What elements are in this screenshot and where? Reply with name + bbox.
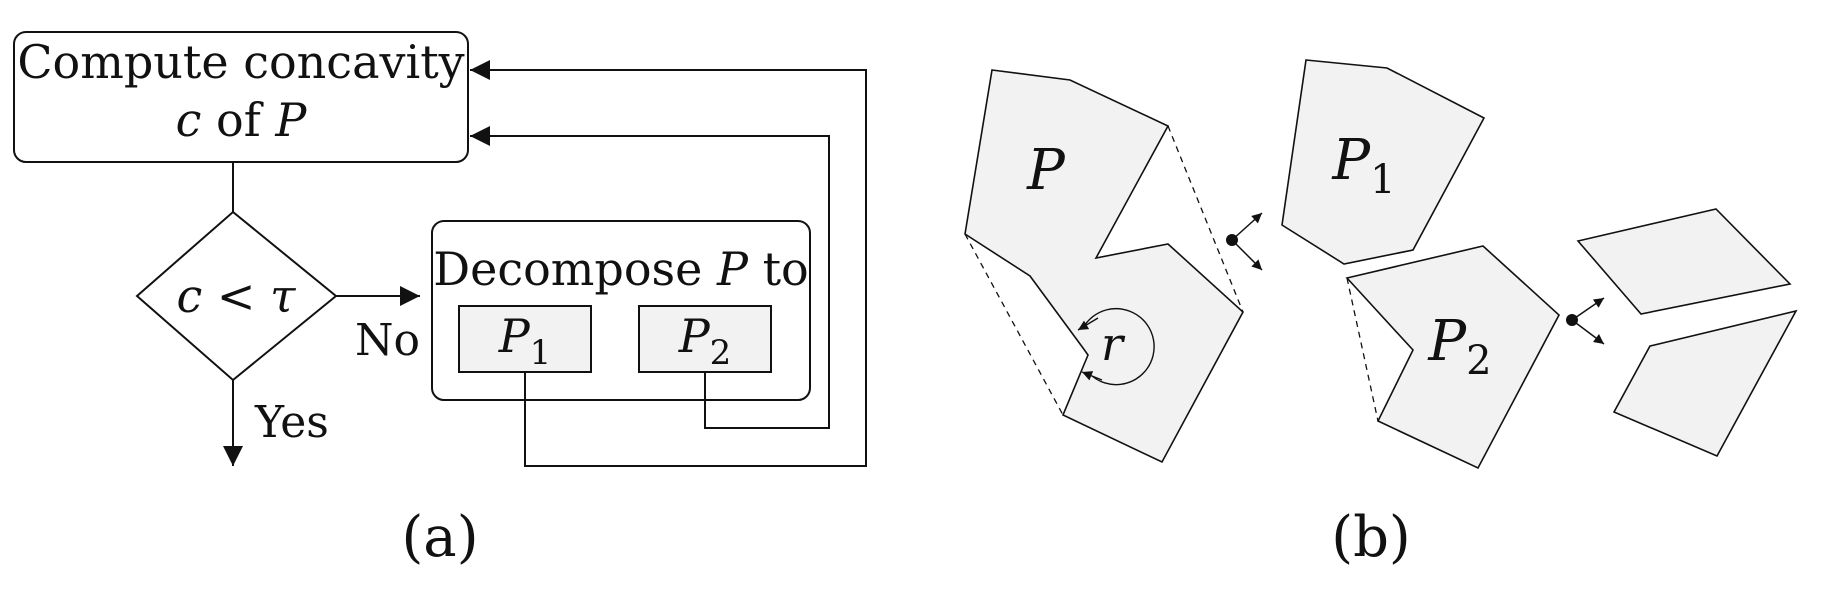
compute-concavity-line1: Compute concavity bbox=[17, 35, 464, 89]
concavity-arrow-bottom bbox=[1081, 371, 1103, 381]
p2-hull-dashed bbox=[1346, 277, 1379, 422]
yes-label: Yes bbox=[254, 397, 329, 448]
polygon-P1-label: P1 bbox=[1331, 128, 1395, 203]
split-arrow-1-up bbox=[1231, 212, 1263, 241]
p2-box bbox=[638, 305, 772, 373]
feedback-loop-p1 bbox=[470, 60, 867, 467]
hull-dashed-left bbox=[964, 233, 1064, 416]
piece-lower bbox=[1612, 309, 1798, 458]
p1-box bbox=[458, 305, 592, 373]
caption-b: (b) bbox=[1331, 505, 1411, 570]
compute-concavity-line2: c of P bbox=[176, 93, 308, 147]
polygon-P bbox=[964, 69, 1245, 464]
polygon-P-label: P bbox=[1026, 138, 1066, 203]
polygon-decomposition: P r P1 P2 (b) bbox=[964, 59, 1798, 570]
caption-a: (a) bbox=[401, 505, 478, 570]
concavity-r-label: r bbox=[1101, 317, 1126, 371]
split-arrow-2-down bbox=[1571, 319, 1605, 345]
concavity-arrow-top bbox=[1077, 317, 1099, 331]
concavity-arc bbox=[1082, 307, 1155, 386]
split-arrow-2-up bbox=[1571, 297, 1605, 321]
polygon-P2 bbox=[1345, 245, 1560, 470]
p2-box-label: P2 bbox=[678, 309, 732, 373]
no-label: No bbox=[355, 315, 420, 366]
feedback-loop-p2 bbox=[470, 126, 830, 429]
hull-dashed-right bbox=[1167, 125, 1244, 313]
polygon-P2-label: P2 bbox=[1427, 309, 1491, 384]
polygon-P1 bbox=[1281, 59, 1486, 265]
decision-condition: c < τ bbox=[176, 269, 297, 323]
compute-concavity-box bbox=[13, 31, 469, 163]
decompose-label: Decompose P to bbox=[433, 242, 809, 296]
split-arrow-1-down bbox=[1231, 239, 1263, 271]
p1-box-label: P1 bbox=[498, 309, 552, 373]
flowchart: Compute concavity c of P c < τ No Yes De… bbox=[13, 31, 867, 570]
piece-upper bbox=[1576, 208, 1792, 315]
